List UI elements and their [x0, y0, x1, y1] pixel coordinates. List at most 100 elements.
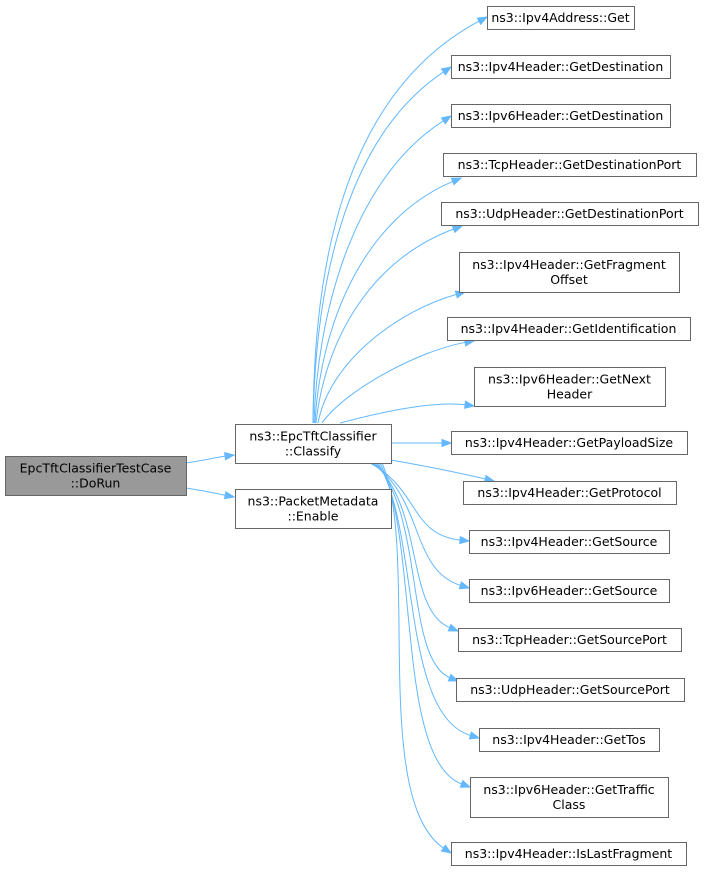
edge-line	[185, 487, 227, 496]
edge-line	[321, 341, 467, 424]
node-ipv6_getsrc[interactable]: ns3::Ipv6Header::GetSource	[469, 579, 670, 603]
node-label-line: ::DoRun	[71, 476, 121, 491]
node-label-line: Header	[547, 387, 593, 402]
node-ipv4_getident[interactable]: ns3::Ipv4Header::GetIdentification	[447, 317, 691, 341]
node-tcp_getsrcport[interactable]: ns3::TcpHeader::GetSourcePort	[458, 628, 682, 652]
node-label-line: Class	[553, 797, 586, 812]
node-label-line: ns3::Ipv4Header::IsLastFragment	[465, 846, 673, 861]
arrow-head-icon	[459, 535, 471, 545]
node-box[interactable]	[459, 252, 680, 293]
node-box[interactable]	[235, 489, 392, 529]
edge-classify-to-udp_getdestport	[315, 225, 464, 424]
node-label-line: ns3::UdpHeader::GetSourcePort	[470, 682, 670, 697]
arrow-head-icon	[451, 225, 464, 234]
node-box[interactable]	[5, 456, 187, 496]
node-ipv4_getpayload[interactable]: ns3::Ipv4Header::GetPayloadSize	[451, 431, 688, 455]
node-label-line: ns3::UdpHeader::GetDestinationPort	[455, 206, 683, 221]
edge-line	[317, 293, 458, 424]
node-label-line: ns3::Ipv4Header::GetProtocol	[477, 485, 661, 500]
edge-classify-to-udp_getsrcport	[375, 462, 460, 682]
node-root[interactable]: EpcTftClassifierTestCase::DoRun	[5, 456, 187, 496]
node-box[interactable]	[235, 424, 392, 464]
edge-classify-to-ipv4addr_get	[312, 16, 489, 424]
edge-root-to-enable	[185, 487, 236, 500]
node-label-line: ns3::Ipv4Header::GetIdentification	[461, 321, 677, 336]
edge-classify-to-ipv6_getsrc	[371, 462, 471, 590]
edge-classify-to-ipv6_getdest	[313, 115, 453, 424]
edge-classify-to-ipv6_getnext	[339, 400, 476, 424]
edge-line	[313, 119, 445, 424]
node-box[interactable]	[474, 367, 666, 407]
node-label-line: Offset	[550, 272, 588, 287]
node-label-line: ns3::Ipv4Header::GetFragment	[472, 257, 666, 272]
arrow-head-icon	[464, 400, 476, 409]
edge-classify-to-ipv6_gettraffic	[379, 462, 472, 788]
node-box[interactable]	[451, 842, 687, 866]
node-classify[interactable]: ns3::EpcTftClassifier::Classify	[235, 424, 392, 464]
edge-root-to-classify	[185, 452, 236, 464]
arrow-head-icon	[447, 673, 460, 682]
node-ipv4_getproto[interactable]: ns3::Ipv4Header::GetProtocol	[463, 481, 677, 505]
node-label-line: ns3::Ipv4Header::GetPayloadSize	[465, 435, 673, 450]
edge-classify-to-ipv4_getident	[321, 338, 476, 424]
arrow-head-icon	[447, 623, 460, 632]
arrow-head-icon	[458, 581, 471, 590]
node-box[interactable]	[443, 153, 697, 177]
node-box[interactable]	[441, 202, 699, 226]
node-label-line: ::Classify	[285, 444, 342, 459]
node-box[interactable]	[479, 728, 660, 752]
node-box[interactable]	[470, 777, 669, 818]
node-label-line: ns3::PacketMetadata	[248, 494, 379, 509]
arrow-head-icon	[440, 115, 453, 125]
arrow-head-icon	[224, 452, 236, 461]
edge-line	[375, 462, 451, 679]
node-box[interactable]	[451, 431, 688, 455]
node-box[interactable]	[487, 6, 635, 30]
node-ipv4addr_get[interactable]: ns3::Ipv4Address::Get	[487, 6, 635, 30]
node-ipv4_gettos[interactable]: ns3::Ipv4Header::GetTos	[479, 728, 660, 752]
node-label-line: ns3::Ipv4Header::GetDestination	[458, 59, 664, 74]
node-box[interactable]	[469, 579, 670, 603]
node-enable[interactable]: ns3::PacketMetadata::Enable	[235, 489, 392, 529]
edge-classify-to-ipv4_islastfrag	[381, 462, 453, 854]
node-ipv4_getdest[interactable]: ns3::Ipv4Header::GetDestination	[451, 55, 671, 79]
edge-classify-to-ipv4_getpayload	[391, 438, 453, 448]
node-label-line: ns3::Ipv4Address::Get	[491, 10, 629, 25]
node-ipv6_getdest[interactable]: ns3::Ipv6Header::GetDestination	[451, 104, 671, 128]
arrow-head-icon	[468, 731, 481, 740]
edge-line	[373, 462, 451, 629]
edge-classify-to-ipv4_getproto	[390, 459, 496, 483]
node-ipv4_islastfrag[interactable]: ns3::Ipv4Header::IsLastFragment	[451, 842, 687, 866]
edge-line	[379, 462, 463, 785]
arrow-head-icon	[476, 16, 489, 26]
node-box[interactable]	[451, 104, 671, 128]
edge-line	[315, 228, 455, 424]
edge-line	[314, 180, 454, 424]
arrow-head-icon	[440, 66, 453, 76]
node-udp_getdestport[interactable]: ns3::UdpHeader::GetDestinationPort	[441, 202, 699, 226]
node-box[interactable]	[463, 481, 677, 505]
node-label-line: ns3::Ipv6Header::GetNext	[488, 372, 651, 387]
edge-classify-to-ipv4_getdest	[312, 66, 453, 424]
node-udp_getsrcport[interactable]: ns3::UdpHeader::GetSourcePort	[456, 678, 685, 702]
node-tcp_getdestport[interactable]: ns3::TcpHeader::GetDestinationPort	[443, 153, 697, 177]
arrow-head-icon	[441, 438, 453, 448]
nodes-layer: EpcTftClassifierTestCase::DoRun ns3::EpcT…	[5, 6, 699, 866]
node-ipv4_getsrc[interactable]: ns3::Ipv4Header::GetSource	[469, 530, 670, 554]
node-box[interactable]	[447, 317, 691, 341]
edge-line	[312, 20, 481, 424]
node-label-line: ns3::Ipv6Header::GetDestination	[458, 108, 664, 123]
node-box[interactable]	[458, 628, 682, 652]
edges-layer	[185, 16, 496, 854]
node-box[interactable]	[456, 678, 685, 702]
node-box[interactable]	[451, 55, 671, 79]
node-label-line: ns3::Ipv4Header::GetSource	[481, 534, 658, 549]
node-box[interactable]	[469, 530, 670, 554]
node-label-line: EpcTftClassifierTestCase	[20, 461, 172, 476]
edge-line	[381, 462, 445, 850]
edge-line	[390, 459, 487, 480]
